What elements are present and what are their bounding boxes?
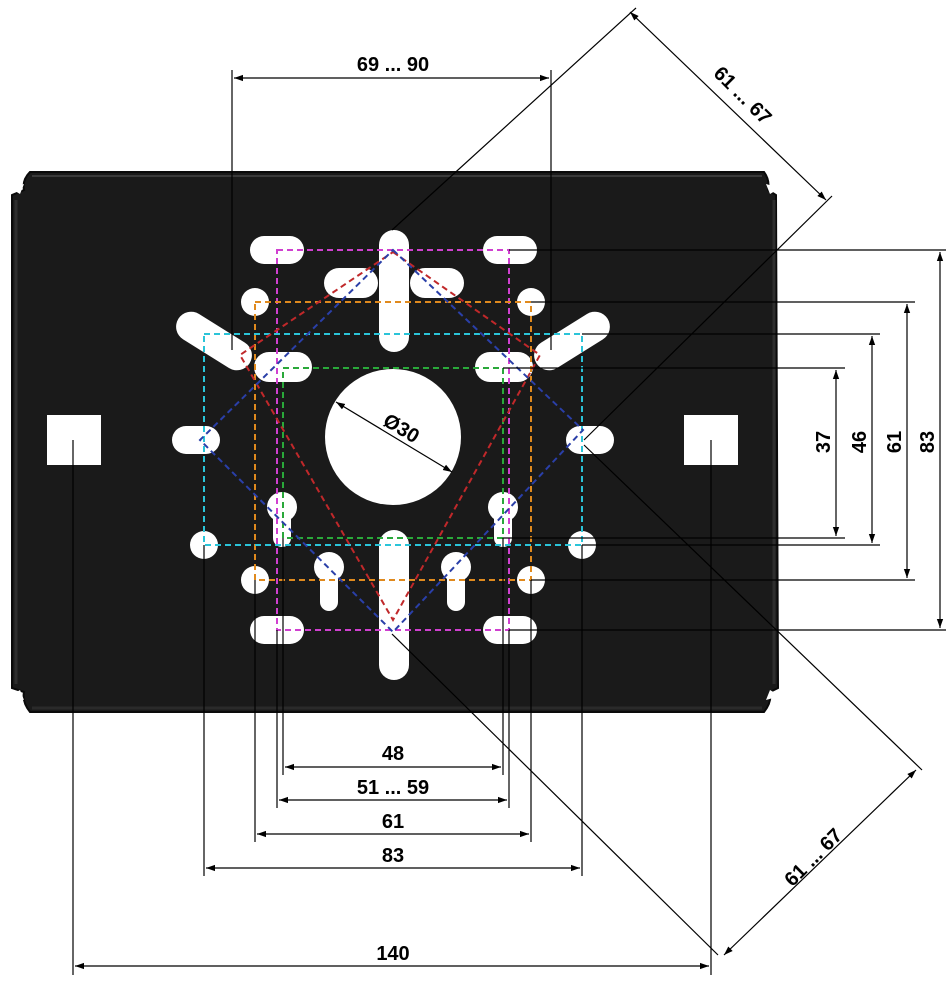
label-bottom-83: 83 [382, 845, 404, 867]
square-hole-icon [47, 415, 101, 465]
slot-mid-right [475, 352, 533, 382]
label-top-width: 69 ... 90 [357, 54, 429, 76]
label-right-46: 46 [849, 431, 871, 453]
label-bottom-48: 48 [382, 743, 404, 765]
guide-green-rect [282, 367, 504, 539]
label-right-83: 83 [917, 431, 939, 453]
dim-diagonal-lower [723, 769, 917, 956]
dimension-lines [72, 7, 946, 975]
slot-upper-left [324, 268, 378, 298]
side-slot-right [566, 426, 614, 454]
label-bottom-51-59: 51 ... 59 [357, 777, 429, 799]
side-slot-left [172, 426, 220, 454]
label-right-37: 37 [813, 431, 835, 453]
top-vertical-slot [379, 230, 409, 352]
keyhole-icon [441, 552, 471, 611]
label-diagonal-lower: 61 ... 67 [780, 824, 847, 891]
guide-red-diamond [238, 250, 542, 623]
corner-notch-icon [10, 690, 24, 700]
label-bottom-61: 61 [382, 811, 404, 833]
guide-cyan-rect [203, 333, 583, 546]
guide-orange-rect [254, 301, 532, 581]
dim-center-diameter [335, 401, 453, 473]
pattern-guides [198, 248, 585, 634]
corner-notch-icon [766, 690, 780, 700]
label-bottom-140: 140 [376, 943, 409, 965]
label-right-61: 61 [884, 431, 906, 453]
diagonal-slot-left [176, 311, 252, 371]
dim-diagonal-upper [629, 11, 827, 201]
diagonal-slot-right [534, 311, 610, 371]
guide-blue-diamond [198, 248, 585, 634]
corner-notch-icon [10, 184, 24, 194]
bottom-vertical-slot [379, 530, 409, 680]
